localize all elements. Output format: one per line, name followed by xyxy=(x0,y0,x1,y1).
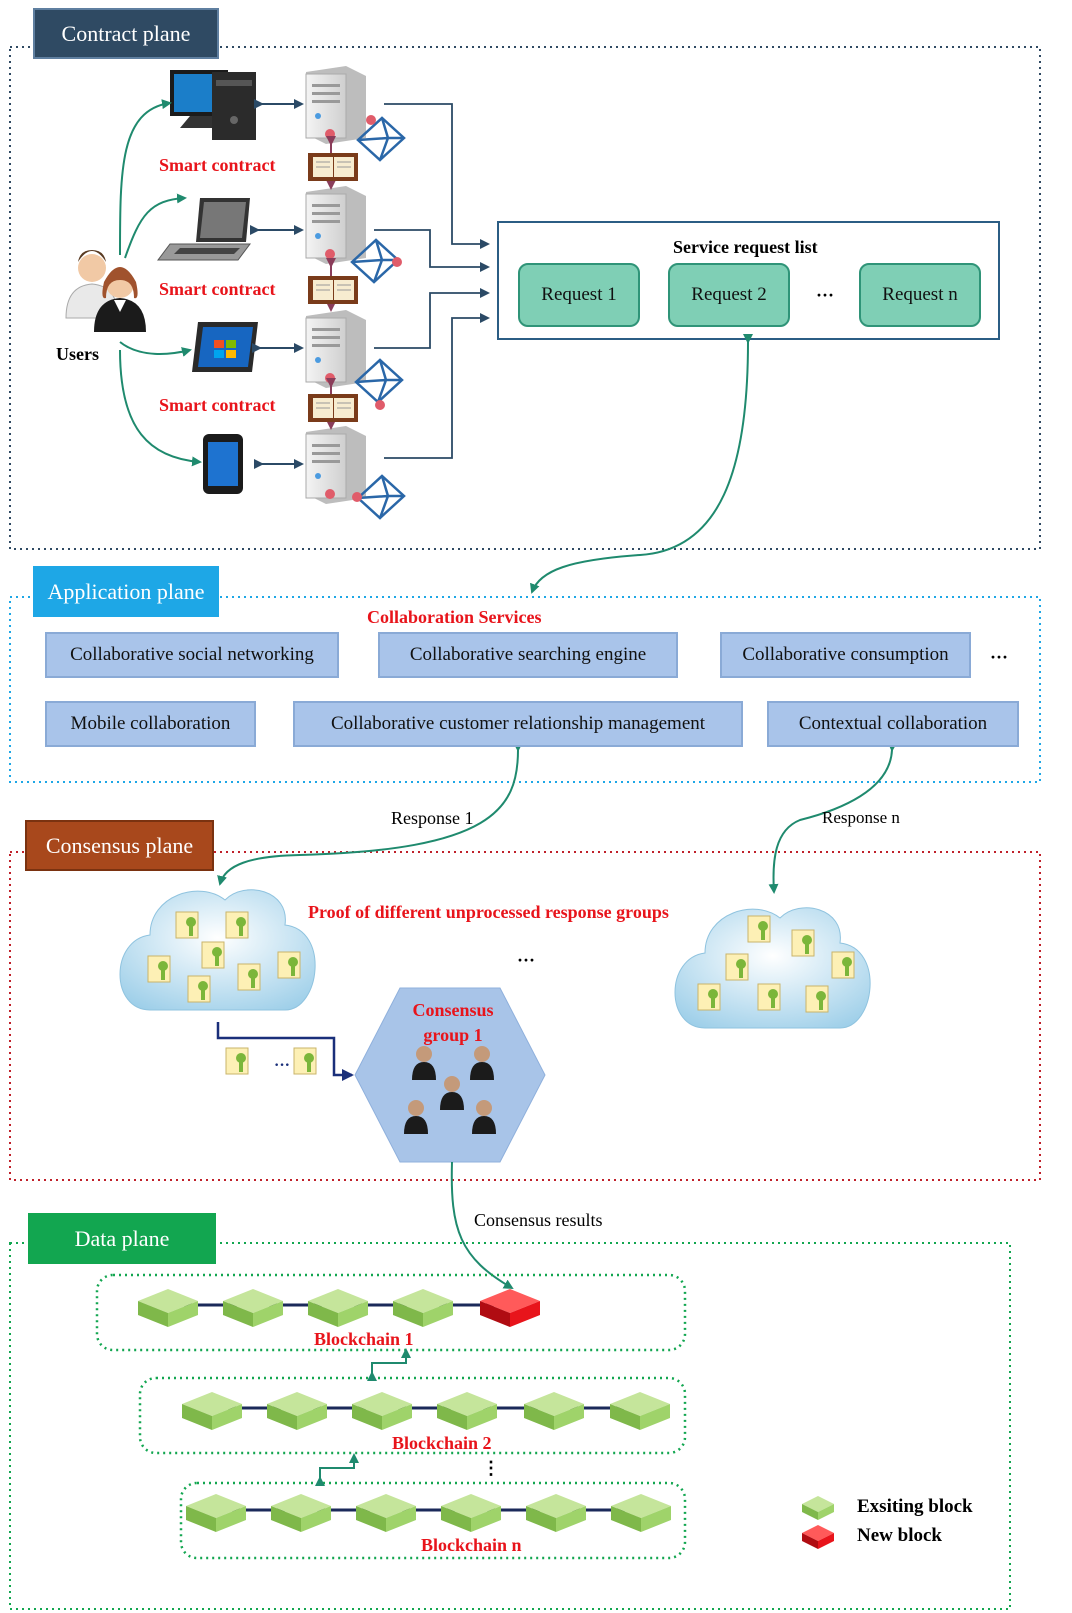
server-icon-3 xyxy=(305,310,366,388)
service-collaborative-social-networking: Collaborative social networking xyxy=(45,632,339,678)
laptop-icon xyxy=(157,198,251,261)
inter-chain-arrows xyxy=(315,1348,411,1486)
contract-book-icon-1 xyxy=(308,153,358,181)
documents-ellipsis: ··· xyxy=(274,1057,291,1074)
existing-block-r3-5 xyxy=(526,1494,586,1532)
envelope-icon-1 xyxy=(356,115,406,162)
existing-block-r2-4 xyxy=(437,1392,497,1430)
legend-new-label: New block xyxy=(857,1525,942,1546)
smart-contract-label-2: Smart contract xyxy=(159,279,276,299)
consensus-plane-tag: Consensus plane xyxy=(25,820,214,871)
clouds-ellipsis: ··· xyxy=(517,950,536,970)
contract-plane-border xyxy=(9,46,1041,550)
consensus-results-label: Consensus results xyxy=(474,1210,603,1230)
server-icon-1 xyxy=(305,66,366,144)
existing-block-r3-3 xyxy=(356,1494,416,1532)
existing-block-r3-6 xyxy=(611,1494,671,1532)
response-n-arrow xyxy=(768,741,898,894)
existing-block-r2-5 xyxy=(524,1392,584,1430)
existing-block-r1-4 xyxy=(393,1289,453,1327)
response-n-label: Response n xyxy=(822,808,900,827)
legend-new-block-icon xyxy=(802,1525,834,1549)
blockchain-2-container xyxy=(138,1376,687,1455)
server-icon-2 xyxy=(305,186,366,264)
consensus-results-arrow xyxy=(450,1161,514,1290)
contract-plane-tag: Contract plane xyxy=(33,8,219,59)
smart-contract-label-1: Smart contract xyxy=(159,155,276,175)
service-contextual-collaboration: Contextual collaboration xyxy=(767,701,1019,747)
proof-groups-title: Proof of different unprocessed response … xyxy=(308,902,669,922)
users-label: Users xyxy=(56,344,99,364)
collaboration-services-title: Collaboration Services xyxy=(367,607,542,627)
cloud-to-group-arrow xyxy=(216,1022,354,1081)
blockchain-ellipsis: ⋮ xyxy=(482,1458,500,1478)
mobile-phone-icon xyxy=(203,434,243,494)
response-1-label: Response 1 xyxy=(391,808,474,828)
request-connectors xyxy=(374,103,490,459)
existing-block-r2-3 xyxy=(352,1392,412,1430)
consensus-group-hexagon xyxy=(354,987,546,1163)
existing-block-r3-1 xyxy=(186,1494,246,1532)
user-device-arrows xyxy=(119,99,202,467)
existing-block-r2-2 xyxy=(267,1392,327,1430)
server-icon-4 xyxy=(305,426,366,504)
request-to-application-arrow xyxy=(530,333,754,594)
envelope-icon-2 xyxy=(350,238,402,284)
request-n: Request n xyxy=(859,263,981,327)
response-1-arrow xyxy=(217,741,524,886)
existing-block-r3-2 xyxy=(271,1494,331,1532)
data-plane-tag: Data plane xyxy=(28,1213,216,1264)
legend-existing-label: Exsiting block xyxy=(857,1496,973,1517)
contract-book-icon-2 xyxy=(308,276,358,304)
tablet-icon xyxy=(192,322,258,372)
service-request-list-title: Service request list xyxy=(673,237,818,257)
blockchain-1-container xyxy=(95,1273,687,1352)
key-document-icons xyxy=(147,911,855,1075)
service-collaborative-searching-engine: Collaborative searching engine xyxy=(378,632,678,678)
existing-block-r2-6 xyxy=(610,1392,670,1430)
data-plane-border xyxy=(9,1242,1011,1610)
existing-block-r1-2 xyxy=(223,1289,283,1327)
existing-block-r2-1 xyxy=(182,1392,242,1430)
service-collaborative-crm: Collaborative customer relationship mana… xyxy=(293,701,743,747)
desktop-computer-icon xyxy=(170,70,256,140)
new-block-r1 xyxy=(480,1289,540,1327)
existing-block-r1-1 xyxy=(138,1289,198,1327)
blockchain-1-label: Blockchain 1 xyxy=(314,1329,414,1349)
legend-existing-block-icon xyxy=(802,1496,834,1520)
service-collaborative-consumption: Collaborative consumption xyxy=(720,632,971,678)
envelope-icon-4 xyxy=(352,474,406,520)
blockchain-2-label: Blockchain 2 xyxy=(392,1433,492,1453)
consensus-group-label: Consensus group 1 xyxy=(412,1000,494,1045)
envelope-icon-3 xyxy=(354,358,404,410)
blockchain-n-label: Blockchain n xyxy=(421,1535,522,1555)
service-mobile-collaboration: Mobile collaboration xyxy=(45,701,256,747)
consensus-members-icon xyxy=(404,1046,496,1134)
request-ellipsis: ··· xyxy=(816,285,835,305)
contract-book-icon-3 xyxy=(308,394,358,422)
users-icon xyxy=(65,250,146,332)
existing-block-r1-3 xyxy=(308,1289,368,1327)
application-plane-tag: Application plane xyxy=(33,566,219,617)
application-plane-border xyxy=(9,596,1041,783)
services-ellipsis: ··· xyxy=(990,647,1009,667)
request-2: Request 2 xyxy=(668,263,790,327)
existing-block-r3-4 xyxy=(441,1494,501,1532)
blockchain-n-container xyxy=(179,1481,687,1560)
consensus-plane-border xyxy=(9,851,1041,1181)
request-1: Request 1 xyxy=(518,263,640,327)
smart-contract-label-3: Smart contract xyxy=(159,395,276,415)
device-server-arrows xyxy=(250,99,304,469)
